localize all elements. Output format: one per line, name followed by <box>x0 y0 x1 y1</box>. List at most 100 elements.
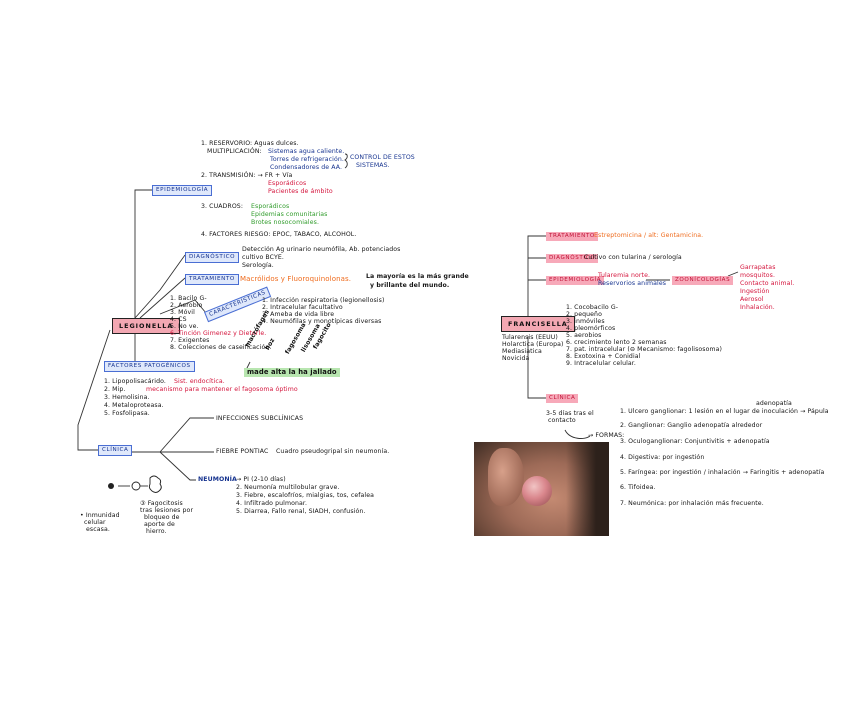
pat-1: 1. Lipopolisacárido. <box>104 378 166 385</box>
swelling-shape <box>522 476 552 506</box>
francisella-diagnosis-label: DIAGNÓSTICO <box>546 254 599 263</box>
fr-prop-5: 5. aerobios <box>566 332 602 339</box>
fr-clin-note-2: contacto <box>548 417 576 424</box>
bacterium-dot-icon <box>108 483 114 489</box>
francisella-clinic-label: CLÍNICA <box>546 394 579 403</box>
fr-prop-1: 1. Cocobacilo G- <box>566 304 619 311</box>
ear-shape <box>488 448 524 506</box>
fr-epi-out-3: Contacto animal. <box>740 280 795 287</box>
car-left-8: 8. Colecciones de caseificación. <box>170 344 272 351</box>
fr-diagnosis: Cultivo con tularina / serología <box>584 254 682 261</box>
car-left-2: 2. Aerobio <box>170 302 203 309</box>
legionella-epidemiology-label: EPIDEMIOLOGÍA <box>152 185 213 196</box>
hand-highlight: made alta la ha jallado <box>244 368 340 378</box>
car-left-4: 4. CS <box>170 316 187 323</box>
car-left-3: 3. Móvil <box>170 309 195 316</box>
epi-frames-2: Epidemias comunitarias <box>251 211 328 218</box>
fr-epi-out-6: Inhalación. <box>740 304 775 311</box>
epi-risk: 4. FACTORES RIESGO: EPOC, TABACO, ALCOHO… <box>201 231 357 238</box>
treatment-text: Macrólidos y Fluoroquinolonas. <box>240 275 352 283</box>
francisella-treatment-label: TRATAMIENTO <box>546 232 598 241</box>
treatment-note-1: La mayoría es la más grande <box>366 273 469 280</box>
epi-transmission: 2. TRANSMISIÓN: → FR + Vía <box>201 172 293 179</box>
fr-epi-2: Reservorios animales <box>598 280 667 287</box>
draw-note-2b: tras lesiones por <box>140 507 194 514</box>
draw-note-2c: bloqueo de <box>144 514 180 521</box>
fr-prop-3: 3. inmóviles <box>566 318 605 325</box>
epi-frames-3: Brotes nosocomiales. <box>251 219 320 226</box>
fr-prop-2: 2. pequeño <box>566 311 602 318</box>
clin-pneumonia-4: 4. Infiltrado pulmonar. <box>236 500 308 507</box>
epi-sporadic: Esporádicos <box>268 180 307 187</box>
legionella-treatment-label: TRATAMIENTO <box>185 274 239 285</box>
fr-clin-note-1: 3-5 días tras el <box>546 410 594 417</box>
draw-note-2d: aporte de <box>144 521 175 528</box>
epi-frames: 3. CUADROS: <box>201 203 243 210</box>
epi-control: CONTROL DE ESTOS <box>350 154 415 161</box>
draw-note-1b: celular <box>84 519 106 526</box>
pat-2: 2. Mip. <box>104 386 126 393</box>
fr-prop-6: 6. crecimiento lento 2 semanas <box>566 339 667 346</box>
pat-red-2: mecanismo para mantener el fagosoma ópti… <box>146 386 298 393</box>
clin-pneumonia-3: 3. Fiebre, escalofríos, mialgias, tos, c… <box>236 492 375 499</box>
car-left-1: 1. Bacilo G- <box>170 295 207 302</box>
fr-clin-3: 3. Oculoganglionar: Conjuntivitis + aden… <box>620 438 770 445</box>
fr-epi-out-4: Ingestión <box>740 288 770 295</box>
fr-species-2: Holarctica (Europa) <box>502 341 564 348</box>
fr-prop-8: 8. Exotoxina + Conidial <box>566 353 641 360</box>
fr-epi-out-1: Garrapatas <box>740 264 776 271</box>
fr-epi-1: Tularemia norte. <box>598 272 651 279</box>
fr-prop-7: 7. pat. intracelular (⊖ Mecanismo: fagol… <box>566 346 723 353</box>
legionella-title: LEGIONELLA <box>112 318 181 334</box>
fr-clin-5: 5. Faríngea: por ingestión / inhalación … <box>620 469 825 476</box>
fr-species-4: Novicida <box>502 355 530 362</box>
clin-pontiac: FIEBRE PONTIAC <box>216 448 269 455</box>
epi-systems: SISTEMAS. <box>356 162 390 169</box>
hand-note-2: hoz <box>264 337 277 352</box>
car-right-1: 1. Infección respiratoria (legionellosis… <box>262 297 385 304</box>
clinical-photo-lymphadenopathy <box>474 442 609 536</box>
fr-species-3: Mediasiatica <box>502 348 542 355</box>
fr-treatment: Estreptomicina / alt: Gentamicina. <box>594 232 704 239</box>
fr-species-1: Tularensis (EEUU) <box>502 334 558 341</box>
legionella-pathogenic-label: FACTORES PATOGÉNICOS <box>104 361 195 372</box>
clin-pontiac-desc: Cuadro pseudogripal sin neumonía. <box>276 448 390 455</box>
epi-multiplication: MULTIPLICACIÓN: <box>207 148 262 155</box>
fr-clin-2: 2. Ganglionar: Ganglio adenopatía alrede… <box>620 422 763 429</box>
epi-ac: Condensadores de AA. <box>270 164 343 171</box>
hair-shape <box>566 442 609 536</box>
car-right-2: 2. Intracelular facultativo <box>262 304 343 311</box>
fr-clin-7: 7. Neumónica: por inhalación más frecuen… <box>620 500 764 507</box>
pat-red-1: Sist. endocítica. <box>174 378 225 385</box>
pat-3: 3. Hemolisina. <box>104 394 150 401</box>
draw-note-2a: ③ Fagocitosis <box>140 500 183 507</box>
cell-circle-icon <box>131 481 141 491</box>
epi-cooling-towers: Torres de refrigeración. <box>270 156 344 163</box>
fr-prop-9: 9. Intracelular celular. <box>566 360 636 367</box>
draw-note-2e: hierro. <box>146 528 167 535</box>
fr-zoonosis-box: ZOONÍCOLOGÍAS <box>672 276 734 285</box>
draw-note-1a: • Inmunidad <box>80 512 120 519</box>
fr-epi-out-2: mosquitos. <box>740 272 776 279</box>
car-left-7: 7. Exigentes <box>170 337 210 344</box>
clin-pneumonia-1: → PI (2-10 días) <box>236 476 286 483</box>
epi-frames-1: Esporádicos <box>251 203 290 210</box>
epi-hot-water: Sistemas agua caliente. <box>268 148 345 155</box>
car-right-4: 4. Neumófilas y monotípicas diversas <box>262 318 382 325</box>
fr-clin-6: 6. Tifoidea. <box>620 484 656 491</box>
fr-clin-forms: → FORMAS: <box>588 432 625 439</box>
clin-pneumonia-2: 2. Neumonía multilobular grave. <box>236 484 340 491</box>
epi-patients: Pacientes de ámbito <box>268 188 333 195</box>
fr-clin-4: 4. Digestiva: por ingestión <box>620 454 705 461</box>
fr-clin-1: 1. Ulcero ganglionar: 1 lesión en el lug… <box>620 408 829 415</box>
clin-pneumonia-5: 5. Diarrea, Fallo renal, SIADH, confusió… <box>236 508 366 515</box>
car-left-6: 6. Tinción Gimenez y Dieterle. <box>170 330 267 337</box>
francisella-epidemiology-label: EPIDEMIOLOGÍA <box>546 276 605 285</box>
car-right-3: 3. Ameba de vida libre <box>262 311 335 318</box>
macrophage-drawing-icon <box>148 475 162 493</box>
epi-reservoir: 1. RESERVORIO: Aguas dulces. <box>201 140 299 147</box>
fr-clin-adenopathy: adenopatía <box>756 400 792 407</box>
legionella-clinic-label: CLÍNICA <box>98 445 133 456</box>
